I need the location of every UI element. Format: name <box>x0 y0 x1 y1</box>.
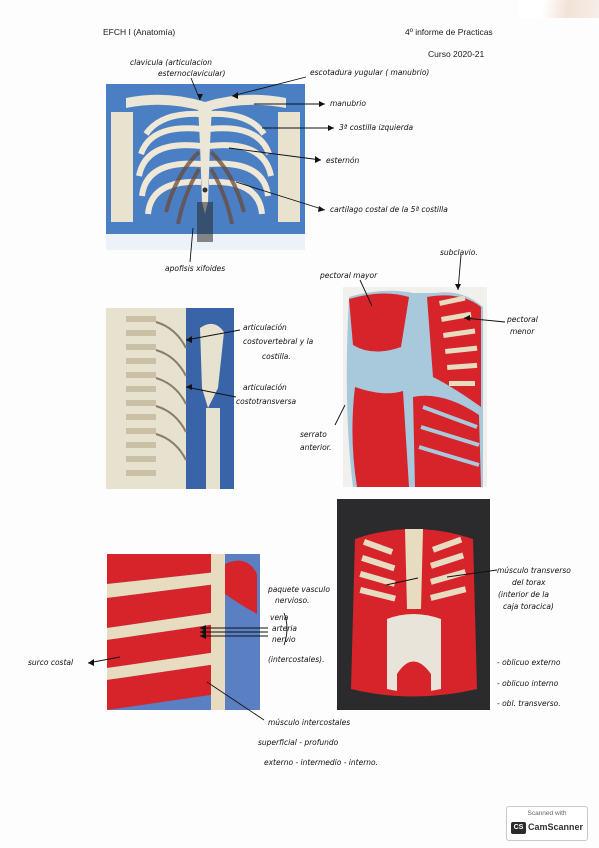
label-cartilago: cartilago costal de la 5ª costilla <box>330 205 448 214</box>
label-3-costilla: 3ª costilla izquierda <box>339 123 414 132</box>
scanned-with-text: Scanned with <box>527 810 567 817</box>
header-left: EFCH I (Anatomía) <box>103 27 176 37</box>
label-art-costovertebral-2: costovertebral y la <box>243 337 314 346</box>
label-oblicuo-interno: - oblicuo interno <box>497 679 559 688</box>
label-obl-transverso: - obl. transverso. <box>497 699 561 708</box>
camscanner-badge: Scanned with CS CamScanner <box>506 806 588 841</box>
ribcage-photo <box>106 84 305 250</box>
label-esternon: esternón <box>326 156 360 165</box>
spine-illustration <box>106 308 234 489</box>
label-art-costotransversa-2: costotransversa <box>236 397 297 406</box>
label-transverso-3: (interior de la <box>498 590 549 599</box>
label-transverso-4: caja toracica) <box>503 602 554 611</box>
label-escotadura: escotadura yugular ( manubrio) <box>310 68 430 77</box>
torso-muscle-photo <box>343 287 487 487</box>
label-serrato: serrato <box>300 430 327 439</box>
label-paquete-2: nervioso. <box>275 596 310 605</box>
label-arteria: arteria <box>272 624 297 633</box>
intercostal-illustration <box>107 554 260 710</box>
label-musculo-intercostales: músculo intercostales <box>268 718 351 727</box>
label-nervio: nervio <box>272 635 296 644</box>
label-externo-interno: externo - intermedio - interno. <box>264 758 379 767</box>
label-serrato-2: anterior. <box>300 443 332 452</box>
label-transverso: músculo transverso <box>497 566 571 575</box>
label-clavicula-2: esternoclavicular) <box>158 69 226 78</box>
label-paquete: paquete vasculo <box>268 585 330 594</box>
label-art-costotransversa: articulación <box>243 383 287 392</box>
label-art-costovertebral-3: costilla. <box>262 352 291 361</box>
intercostal-photo <box>107 554 260 710</box>
header-course: Curso 2020-21 <box>428 49 485 59</box>
label-vena: vena <box>270 613 289 622</box>
label-intercostales-paren: (intercostales). <box>268 655 325 664</box>
camscanner-brand: CamScanner <box>528 822 584 832</box>
label-art-costovertebral: articulación <box>243 323 287 332</box>
label-pectoral-menor: pectoral <box>507 315 538 324</box>
label-xifoides: apofisis xifoides <box>165 264 226 273</box>
camscanner-logo-icon: CS <box>511 822 526 834</box>
spine-photo <box>106 308 234 489</box>
transverse-thorax-illustration <box>337 499 490 710</box>
corner-shadow <box>519 0 599 18</box>
label-pectoral-mayor: pectoral mayor <box>320 271 378 280</box>
label-manubrio: manubrio <box>330 99 366 108</box>
label-superficial-profundo: superficial - profundo <box>258 738 339 747</box>
header-right: 4º informe de Practicas <box>405 27 493 37</box>
label-clavicula: clavicula (articulacion <box>130 58 213 67</box>
transverse-thorax-photo <box>337 499 490 710</box>
label-subclavio: subclavio. <box>440 248 478 257</box>
label-pectoral-menor-2: menor <box>510 327 535 336</box>
label-transverso-2: del torax <box>512 578 546 587</box>
torso-muscle-illustration <box>343 287 487 487</box>
ribcage-illustration <box>106 84 305 250</box>
label-oblicuo-externo: - oblicuo externo <box>497 658 561 667</box>
label-surco-costal: surco costal <box>28 658 74 667</box>
